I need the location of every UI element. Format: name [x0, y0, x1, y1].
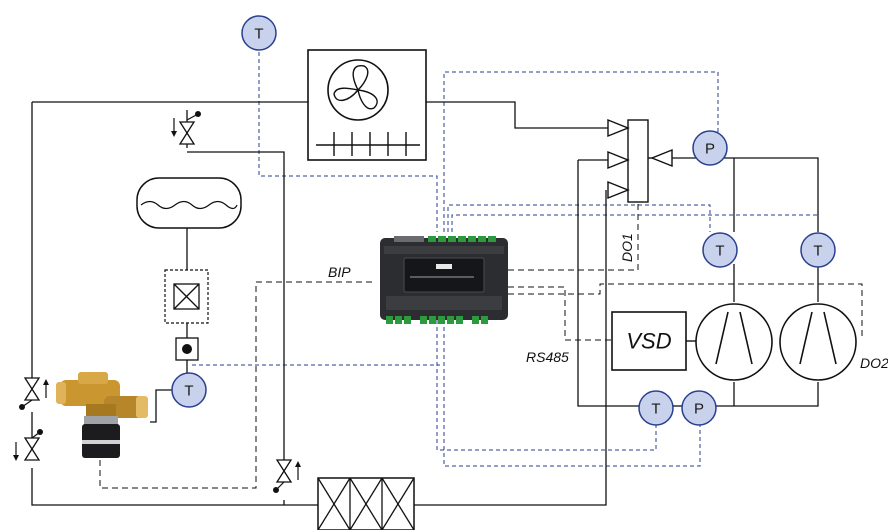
service-valve-left-upper [19, 377, 49, 410]
condenser [307, 49, 427, 161]
sensor-label: P [705, 141, 715, 158]
do1-label: DO1 [619, 233, 635, 262]
temperature-sensor-left: T [171, 372, 207, 408]
sight-glass [175, 337, 199, 361]
vsd-box: VSD [611, 311, 696, 371]
receiver-tank [136, 177, 242, 229]
controller-unit [380, 236, 508, 324]
control-lines-black [99, 197, 863, 489]
sensor-label: T [651, 401, 660, 418]
expansion-valve [56, 372, 148, 458]
temperature-sensor-compressor-1: T [702, 232, 738, 268]
sensor-label: T [715, 243, 724, 260]
sensor-label: T [254, 26, 263, 43]
compressor-1 [695, 303, 773, 381]
signal-lines-blue [192, 52, 819, 467]
filter-drier [164, 269, 209, 324]
pressure-sensor-bottom: P [681, 390, 717, 426]
heat-exchanger [317, 477, 415, 530]
sensor-label: T [813, 243, 822, 260]
service-valve-top [171, 111, 201, 145]
manifold-valve [607, 118, 673, 203]
temperature-sensor-top: T [241, 15, 277, 51]
service-valve-left-lower [13, 429, 43, 461]
bip-label: BIP [328, 264, 351, 280]
do2-label: DO2 [860, 355, 888, 371]
terminal-blocks [386, 236, 496, 324]
service-valve-bottom [273, 459, 301, 493]
temperature-sensor-bottom: T [638, 390, 674, 426]
fan-icon [333, 65, 378, 110]
sensor-label: T [184, 383, 193, 400]
rs485-label: RS485 [526, 349, 569, 365]
sensor-label: P [694, 401, 704, 418]
vsd-label: VSD [626, 329, 671, 354]
compressor-2 [779, 303, 857, 381]
piping [31, 101, 819, 506]
temperature-sensor-compressor-2: T [800, 232, 836, 268]
pressure-sensor-manifold: P [692, 130, 728, 166]
